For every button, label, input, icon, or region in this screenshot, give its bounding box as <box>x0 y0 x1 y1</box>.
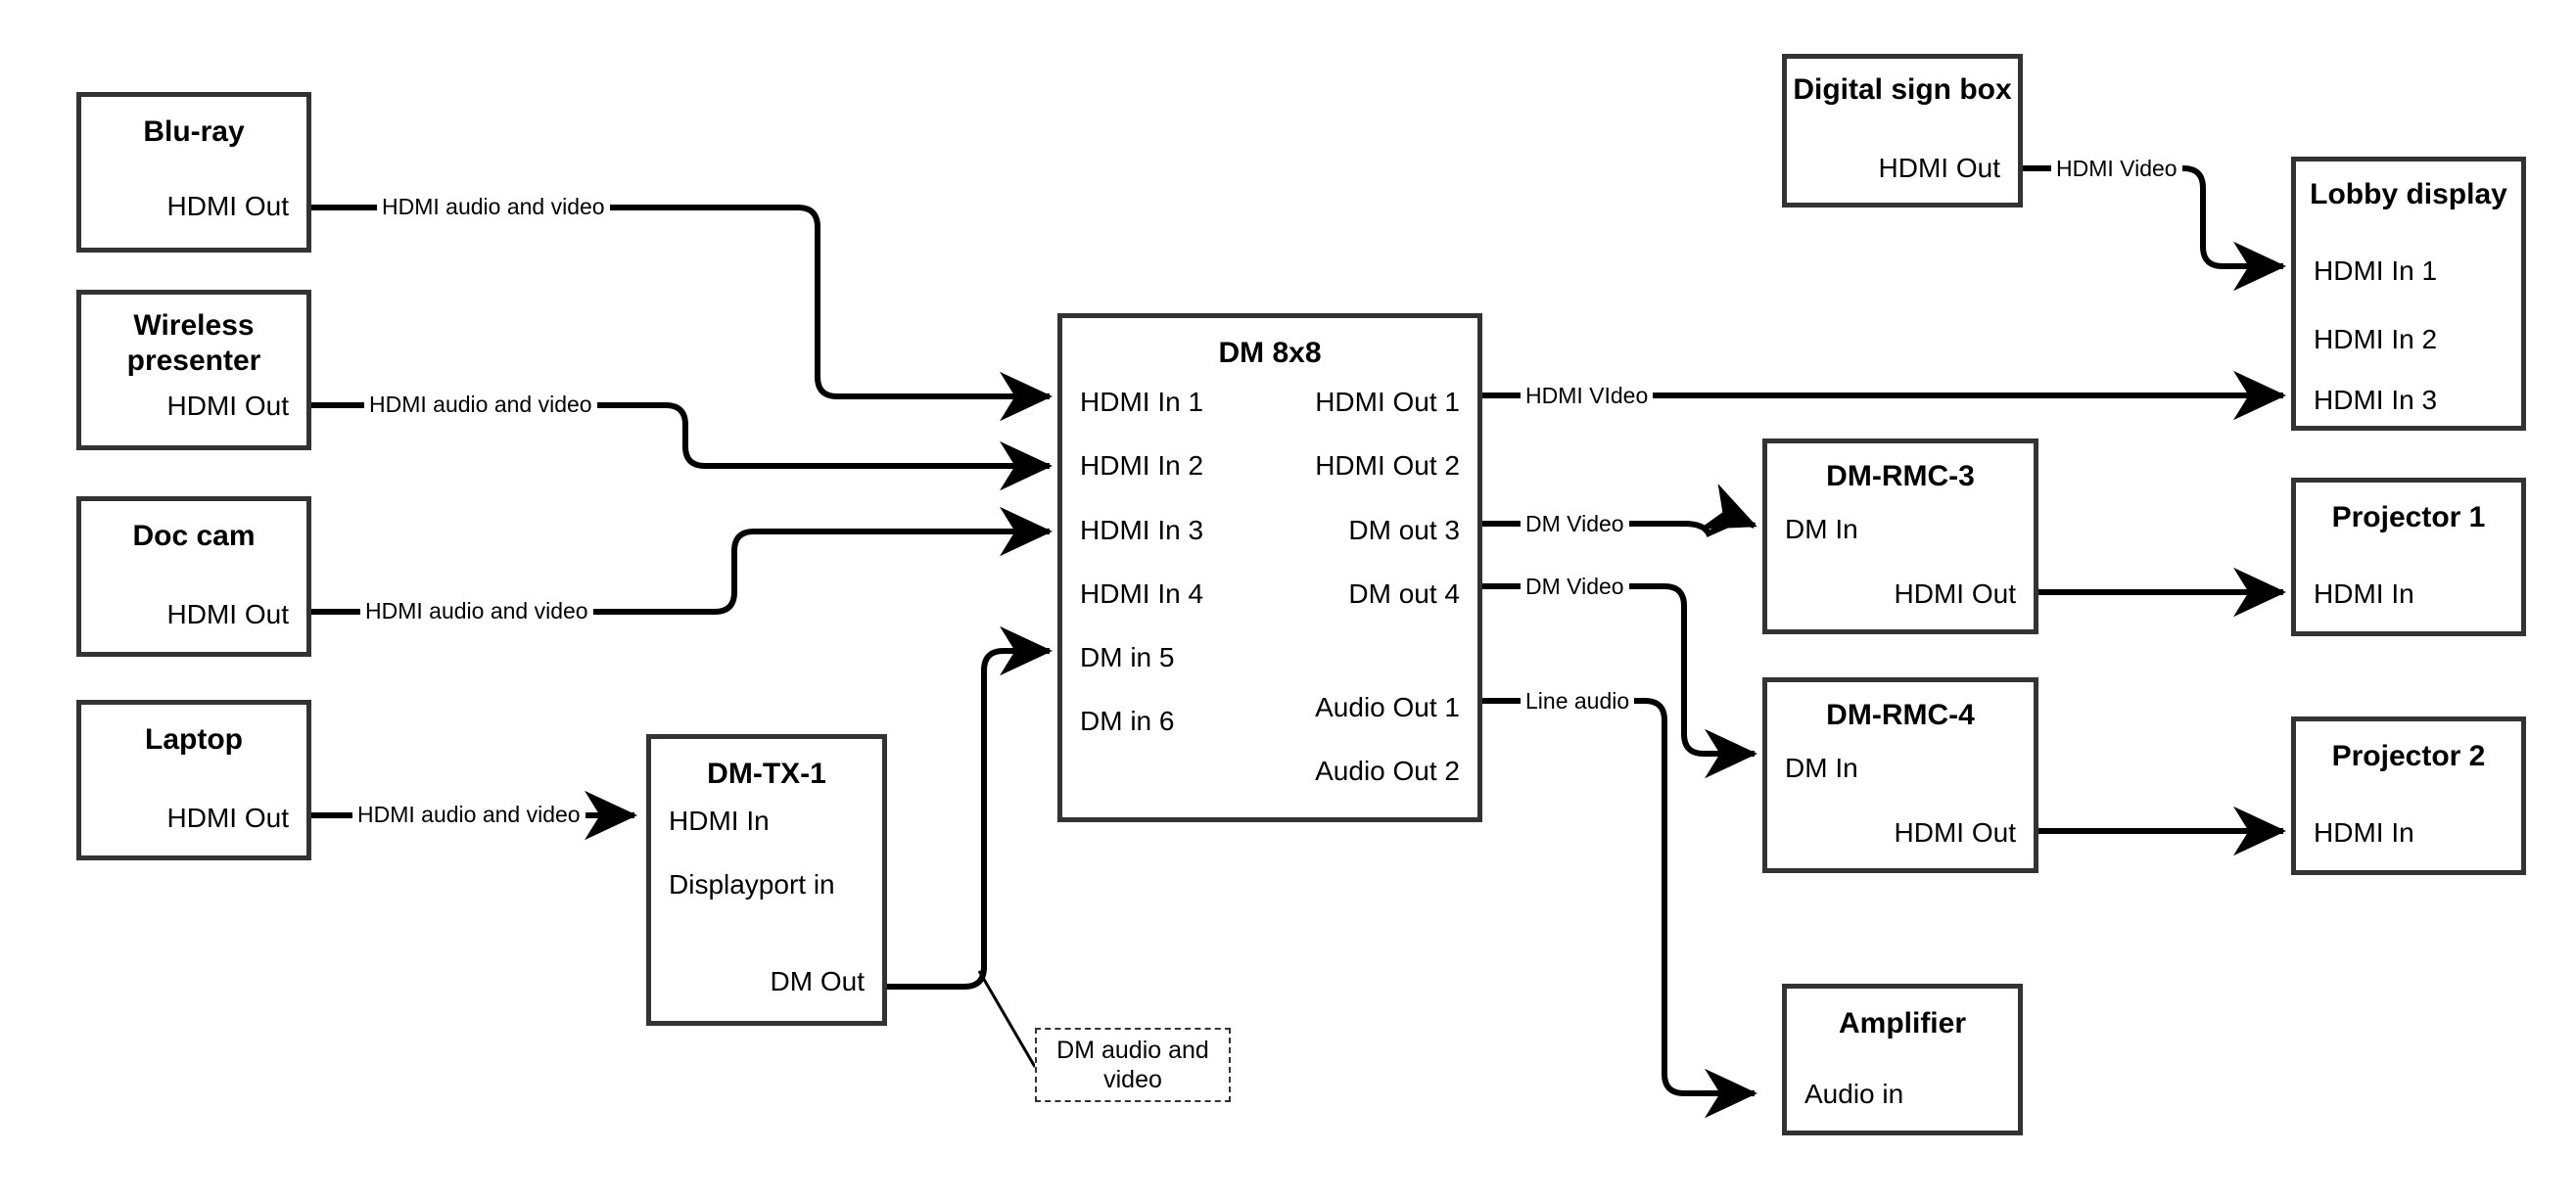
wire-wireless-to-dm8x8-in2 <box>311 402 1053 491</box>
node-wireless-presenter-title: Wireless presenter <box>126 309 261 377</box>
port-dm8x8-hdmi-in-2[interactable]: HDMI In 2 <box>1080 450 1204 481</box>
wire-label-wireless: HDMI audio and video <box>364 392 597 417</box>
port-wireless-hdmi-out[interactable]: HDMI Out <box>166 391 289 421</box>
port-projector2-hdmi-in[interactable]: HDMI In <box>2314 817 2414 848</box>
port-dmrmc3-dm-in[interactable]: DM In <box>1785 514 1858 544</box>
wire-doccam-to-dm8x8-in3 <box>311 506 1053 615</box>
port-dm8x8-dm-out-4[interactable]: DM out 4 <box>1348 578 1460 609</box>
wire-label-doccam: HDMI audio and video <box>360 598 593 624</box>
wire-bluray-to-dm8x8-in1 <box>311 205 1053 422</box>
node-dm-tx-1-title: DM-TX-1 <box>707 758 826 790</box>
port-dm8x8-audio-out-1[interactable]: Audio Out 1 <box>1315 692 1460 722</box>
port-dm8x8-hdmi-in-4[interactable]: HDMI In 4 <box>1080 578 1204 609</box>
node-laptop-title: Laptop <box>145 723 243 756</box>
node-projector-1-title: Projector 1 <box>2331 501 2486 533</box>
port-projector1-hdmi-in[interactable]: HDMI In <box>2314 578 2414 609</box>
port-dm8x8-hdmi-in-1[interactable]: HDMI In 1 <box>1080 387 1204 417</box>
callout-leader-line <box>977 970 1037 1068</box>
port-dmrmc4-hdmi-out[interactable]: HDMI Out <box>1894 817 2016 848</box>
node-bluray-title: Blu-ray <box>143 115 245 148</box>
wire-label-sign-lobby: HDMI Video <box>2051 156 2182 181</box>
port-lobby-hdmi-in-2[interactable]: HDMI In 2 <box>2314 324 2438 354</box>
wire-label-hdmiout1: HDMI VIdeo <box>1521 383 1654 408</box>
wire-digitalsign-to-lobby-in1 <box>2023 165 2286 292</box>
port-dm8x8-hdmi-in-3[interactable]: HDMI In 3 <box>1080 515 1204 545</box>
node-dm-8x8[interactable]: DM 8x8 HDMI In 1 HDMI In 2 HDMI In 3 HDM… <box>1057 313 1482 822</box>
node-digital-sign-box-title: Digital sign box <box>1793 73 2012 106</box>
node-lobby-display[interactable]: Lobby display HDMI In 1 HDMI In 2 HDMI I… <box>2291 157 2526 431</box>
wire-dmtx1-to-dm8x8-in5 <box>887 625 1053 990</box>
node-amplifier-title: Amplifier <box>1838 1007 1967 1039</box>
wire-label-bluray: HDMI audio and video <box>377 194 610 219</box>
node-projector-1[interactable]: Projector 1 HDMI In <box>2291 478 2526 636</box>
node-lobby-display-title: Lobby display <box>2310 178 2507 210</box>
wire-dm8x8-out4-to-dmrmc4 <box>1482 583 1757 779</box>
node-dm-rmc-3[interactable]: DM-RMC-3 DM In HDMI Out <box>1762 439 2038 634</box>
wire-label-dmout4: DM Video <box>1521 574 1629 599</box>
port-lobby-hdmi-in-3[interactable]: HDMI In 3 <box>2314 385 2438 415</box>
wire-label-lineaudio: Line audio <box>1521 688 1635 714</box>
node-dm-8x8-title: DM 8x8 <box>1218 337 1322 369</box>
port-lobby-hdmi-in-1[interactable]: HDMI In 1 <box>2314 255 2438 286</box>
wire-label-laptop: HDMI audio and video <box>352 802 585 827</box>
node-doc-cam[interactable]: Doc cam HDMI Out <box>76 496 311 657</box>
callout-dm-audio-and-video: DM audio and video <box>1035 1028 1231 1102</box>
node-projector-2[interactable]: Projector 2 HDMI In <box>2291 716 2526 875</box>
node-digital-sign-box[interactable]: Digital sign box HDMI Out <box>1782 54 2023 208</box>
port-dm8x8-dm-out-3[interactable]: DM out 3 <box>1348 515 1460 545</box>
port-dmrmc3-hdmi-out[interactable]: HDMI Out <box>1894 578 2016 609</box>
port-dm8x8-hdmi-out-2[interactable]: HDMI Out 2 <box>1315 450 1460 481</box>
wire-label-dmout3: DM Video <box>1521 511 1629 536</box>
node-dm-rmc-4[interactable]: DM-RMC-4 DM In HDMI Out <box>1762 677 2038 873</box>
port-dmtx1-displayport-in[interactable]: Displayport in <box>669 869 835 900</box>
port-dm8x8-audio-out-2[interactable]: Audio Out 2 <box>1315 756 1460 786</box>
node-dm-rmc-4-title: DM-RMC-4 <box>1826 699 1975 731</box>
node-bluray[interactable]: Blu-ray HDMI Out <box>76 92 311 253</box>
port-amplifier-audio-in[interactable]: Audio in <box>1804 1079 1904 1109</box>
port-digitalsign-hdmi-out[interactable]: HDMI Out <box>1878 153 2000 183</box>
port-dm8x8-dm-in-5[interactable]: DM in 5 <box>1080 642 1175 672</box>
node-projector-2-title: Projector 2 <box>2331 740 2486 772</box>
node-wireless-presenter[interactable]: Wireless presenter HDMI Out <box>76 290 311 450</box>
node-laptop[interactable]: Laptop HDMI Out <box>76 700 311 860</box>
port-dmrmc4-dm-in[interactable]: DM In <box>1785 753 1858 783</box>
node-doc-cam-title: Doc cam <box>132 520 256 552</box>
node-dm-tx-1[interactable]: DM-TX-1 HDMI In Displayport in DM Out <box>646 734 887 1026</box>
port-dm8x8-dm-in-6[interactable]: DM in 6 <box>1080 706 1175 736</box>
port-laptop-hdmi-out[interactable]: HDMI Out <box>166 803 289 833</box>
port-dmtx1-hdmi-in[interactable]: HDMI In <box>669 806 770 836</box>
node-dm-rmc-3-title: DM-RMC-3 <box>1826 460 1975 492</box>
node-amplifier[interactable]: Amplifier Audio in <box>1782 984 2023 1135</box>
wire-dm8x8-out3-to-dmrmc3 <box>1482 484 1757 537</box>
port-bluray-hdmi-out[interactable]: HDMI Out <box>166 191 289 221</box>
wire-dm8x8-audioout1-to-amplifier <box>1482 698 1757 1119</box>
port-dmtx1-dm-out[interactable]: DM Out <box>770 966 865 996</box>
port-dm8x8-hdmi-out-1[interactable]: HDMI Out 1 <box>1315 387 1460 417</box>
port-doccam-hdmi-out[interactable]: HDMI Out <box>166 599 289 629</box>
